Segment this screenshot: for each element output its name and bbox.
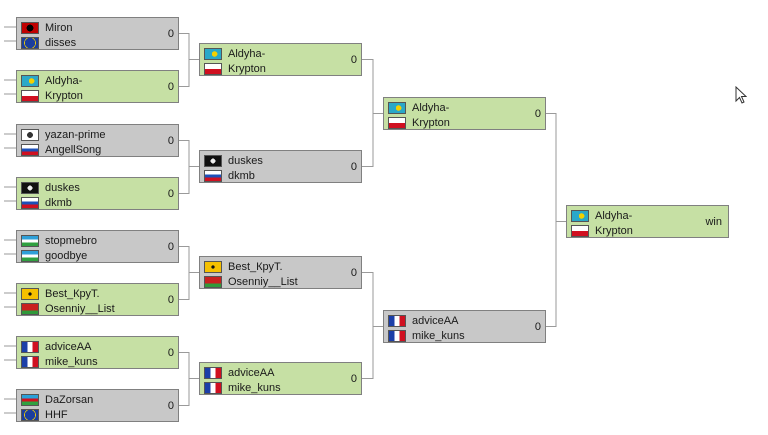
match-r1m5[interactable]: stopmebro goodbye 0 — [16, 230, 179, 263]
match-score: win — [705, 216, 722, 228]
player2-name: Osenniy__List — [228, 275, 298, 288]
player2-name: mike_kuns — [45, 355, 98, 368]
match-score: 0 — [167, 294, 174, 306]
player1-name: Best_КруТ. — [45, 287, 100, 300]
match-score: 0 — [167, 135, 174, 147]
match-r2m3[interactable]: Best_КруТ. Osenniy__List 0 — [199, 256, 362, 289]
russia-flag-icon — [204, 169, 222, 182]
match-r1m3[interactable]: yazan-prime AngellSong 0 — [16, 124, 179, 157]
match-score: 0 — [167, 400, 174, 412]
match-score: 0 — [350, 373, 357, 385]
france-flag-icon — [21, 340, 39, 353]
player2-name: Krypton — [595, 224, 633, 237]
uzbekistan-flag-icon — [21, 234, 39, 247]
player2-name: AngellSong — [45, 143, 102, 156]
match-r2m1[interactable]: Aldyha- Krypton 0 — [199, 43, 362, 76]
eu-flag-icon — [21, 408, 39, 421]
player1-name: stopmebro — [45, 234, 97, 247]
match-r3m1[interactable]: Aldyha- Krypton 0 — [383, 97, 546, 130]
connector-r3m2-bracket — [362, 272, 374, 379]
kazakhstan-flag-icon — [571, 209, 589, 222]
belarus-flag-icon — [21, 302, 39, 315]
match-score: 0 — [167, 347, 174, 359]
player1-name: Best_КруТ. — [228, 260, 283, 273]
match-score: 0 — [350, 161, 357, 173]
player1-name: duskes — [228, 154, 263, 167]
match-score: 0 — [534, 108, 541, 120]
match-score: 0 — [167, 81, 174, 93]
match-score: 0 — [167, 241, 174, 253]
connector-r2m2-bracket — [179, 140, 190, 194]
match-score: 0 — [167, 188, 174, 200]
france-flag-icon — [204, 381, 222, 394]
connector-r2m3-bracket — [179, 246, 190, 300]
connector-r2m4-bracket — [179, 352, 190, 406]
player1-name: adviceAA — [45, 340, 92, 353]
red-white-flag-icon — [388, 116, 406, 129]
player2-name: dkmb — [228, 169, 255, 182]
kazakhstan-flag-icon — [21, 74, 39, 87]
player2-name: Krypton — [228, 62, 266, 75]
belarus-flag-icon — [204, 275, 222, 288]
match-r1m8[interactable]: DaZorsan HHF 0 — [16, 389, 179, 422]
pirate-flag-icon — [204, 154, 222, 167]
player1-name: Miron — [45, 21, 73, 34]
red-white-flag-icon — [571, 224, 589, 237]
kazakhstan-flag-icon — [388, 101, 406, 114]
smiley-flag-icon — [21, 287, 39, 300]
azerbaijan-flag-icon — [21, 393, 39, 406]
match-r1m4[interactable]: duskes dkmb 0 — [16, 177, 179, 210]
match-r3m2[interactable]: adviceAA mike_kuns 0 — [383, 310, 546, 343]
player2-name: goodbye — [45, 249, 88, 262]
match-r1m2[interactable]: Aldyha- Krypton 0 — [16, 70, 179, 103]
smiley-flag-icon — [204, 260, 222, 273]
kazakhstan-flag-icon — [204, 47, 222, 60]
player2-name: dkmb — [45, 196, 72, 209]
match-score: 0 — [350, 267, 357, 279]
player1-name: adviceAA — [228, 366, 275, 379]
player2-name: mike_kuns — [412, 329, 465, 342]
player2-name: disses — [45, 36, 77, 49]
connector-r3m1-bracket — [362, 59, 374, 167]
match-final[interactable]: Aldyha- Krypton win — [566, 205, 729, 238]
player1-name: Aldyha- — [595, 209, 633, 222]
match-r1m7[interactable]: adviceAA mike_kuns 0 — [16, 336, 179, 369]
player1-name: Aldyha- — [412, 101, 450, 114]
russia-flag-icon — [21, 196, 39, 209]
france-flag-icon — [388, 329, 406, 342]
player1-name: DaZorsan — [45, 393, 94, 406]
russia-flag-icon — [21, 143, 39, 156]
france-flag-icon — [388, 314, 406, 327]
match-score: 0 — [534, 321, 541, 333]
player1-name: duskes — [45, 181, 80, 194]
red-white-flag-icon — [204, 62, 222, 75]
uzbekistan-flag-icon — [21, 249, 39, 262]
match-r2m4[interactable]: adviceAA mike_kuns 0 — [199, 362, 362, 395]
match-r1m1[interactable]: Miron disses 0 — [16, 17, 179, 50]
player1-name: yazan-prime — [45, 128, 106, 141]
match-score: 0 — [350, 54, 357, 66]
connector-final-bracket — [546, 113, 557, 327]
player1-name: adviceAA — [412, 314, 459, 327]
white-round-flag-icon — [21, 128, 39, 141]
eu-flag-icon — [21, 36, 39, 49]
match-r2m2[interactable]: duskes dkmb 0 — [199, 150, 362, 183]
france-flag-icon — [204, 366, 222, 379]
france-flag-icon — [21, 355, 39, 368]
player2-name: Krypton — [45, 89, 83, 102]
player2-name: mike_kuns — [228, 381, 281, 394]
player1-name: Aldyha- — [228, 47, 266, 60]
player2-name: HHF — [45, 408, 68, 421]
match-r1m6[interactable]: Best_КруТ. Osenniy__List 0 — [16, 283, 179, 316]
player2-name: Osenniy__List — [45, 302, 115, 315]
player2-name: Krypton — [412, 116, 450, 129]
match-score: 0 — [167, 28, 174, 40]
connector-r2m1-bracket — [179, 33, 190, 87]
red-black-flag-icon — [21, 21, 39, 34]
player1-name: Aldyha- — [45, 74, 83, 87]
pirate-flag-icon — [21, 181, 39, 194]
mouse-cursor-icon — [735, 86, 747, 104]
red-white-flag-icon — [21, 89, 39, 102]
